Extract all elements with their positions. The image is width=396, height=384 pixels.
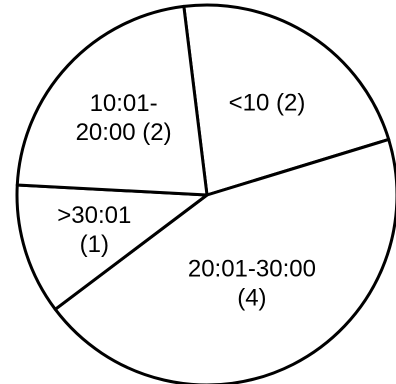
pie-slice-label-line: 20:01-30:00 bbox=[188, 256, 316, 283]
pie-slice-label-line: 20:00 (2) bbox=[76, 119, 172, 146]
pie-slice-2 bbox=[15, 183, 209, 311]
pie-slice-label-line: (1) bbox=[80, 231, 109, 258]
pie-slice-3 bbox=[15, 4, 209, 197]
pie-slice-label-line: >30:01 bbox=[57, 202, 131, 229]
pie-slice-label-line: 10:01- bbox=[90, 90, 158, 117]
pie-slice-0 bbox=[182, 3, 391, 197]
pie-slice-label-2: >30:01(1) bbox=[57, 202, 131, 258]
pie-slice-1 bbox=[53, 137, 396, 384]
pie-slice-label-0: <10 (2) bbox=[229, 90, 306, 117]
pie-slices bbox=[15, 3, 396, 384]
pie-labels: <10 (2)20:01-30:00(4)>30:01(1)10:01-20:0… bbox=[57, 90, 316, 312]
pie-slice-label-3: 10:01-20:00 (2) bbox=[76, 90, 172, 146]
pie-slice-label-1: 20:01-30:00(4) bbox=[188, 256, 316, 312]
pie-slice-label-line: (4) bbox=[237, 285, 266, 312]
pie-slice-label-line: <10 (2) bbox=[229, 90, 306, 117]
